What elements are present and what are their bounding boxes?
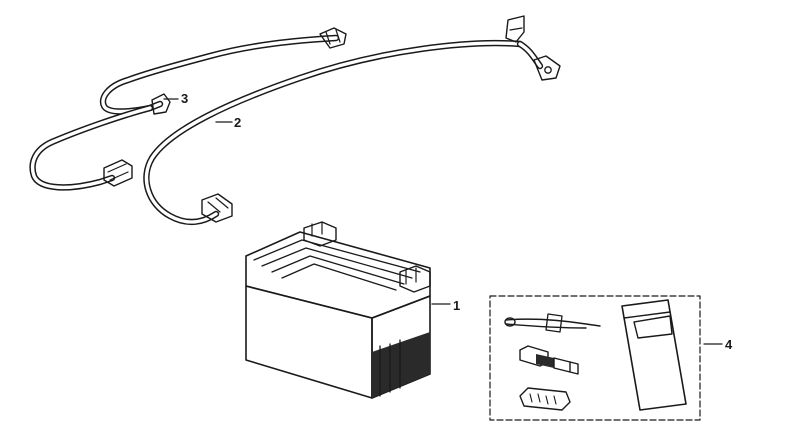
battery[interactable] — [245, 221, 451, 399]
callout-1-label: 1 — [453, 298, 461, 313]
callout-3-label: 3 — [181, 91, 189, 106]
negative-cable[interactable] — [29, 27, 347, 191]
callout-4-label: 4 — [725, 337, 733, 352]
callout-2-label: 2 — [234, 115, 242, 130]
accessory-kit[interactable] — [489, 295, 723, 421]
positive-cable[interactable] — [143, 15, 561, 226]
